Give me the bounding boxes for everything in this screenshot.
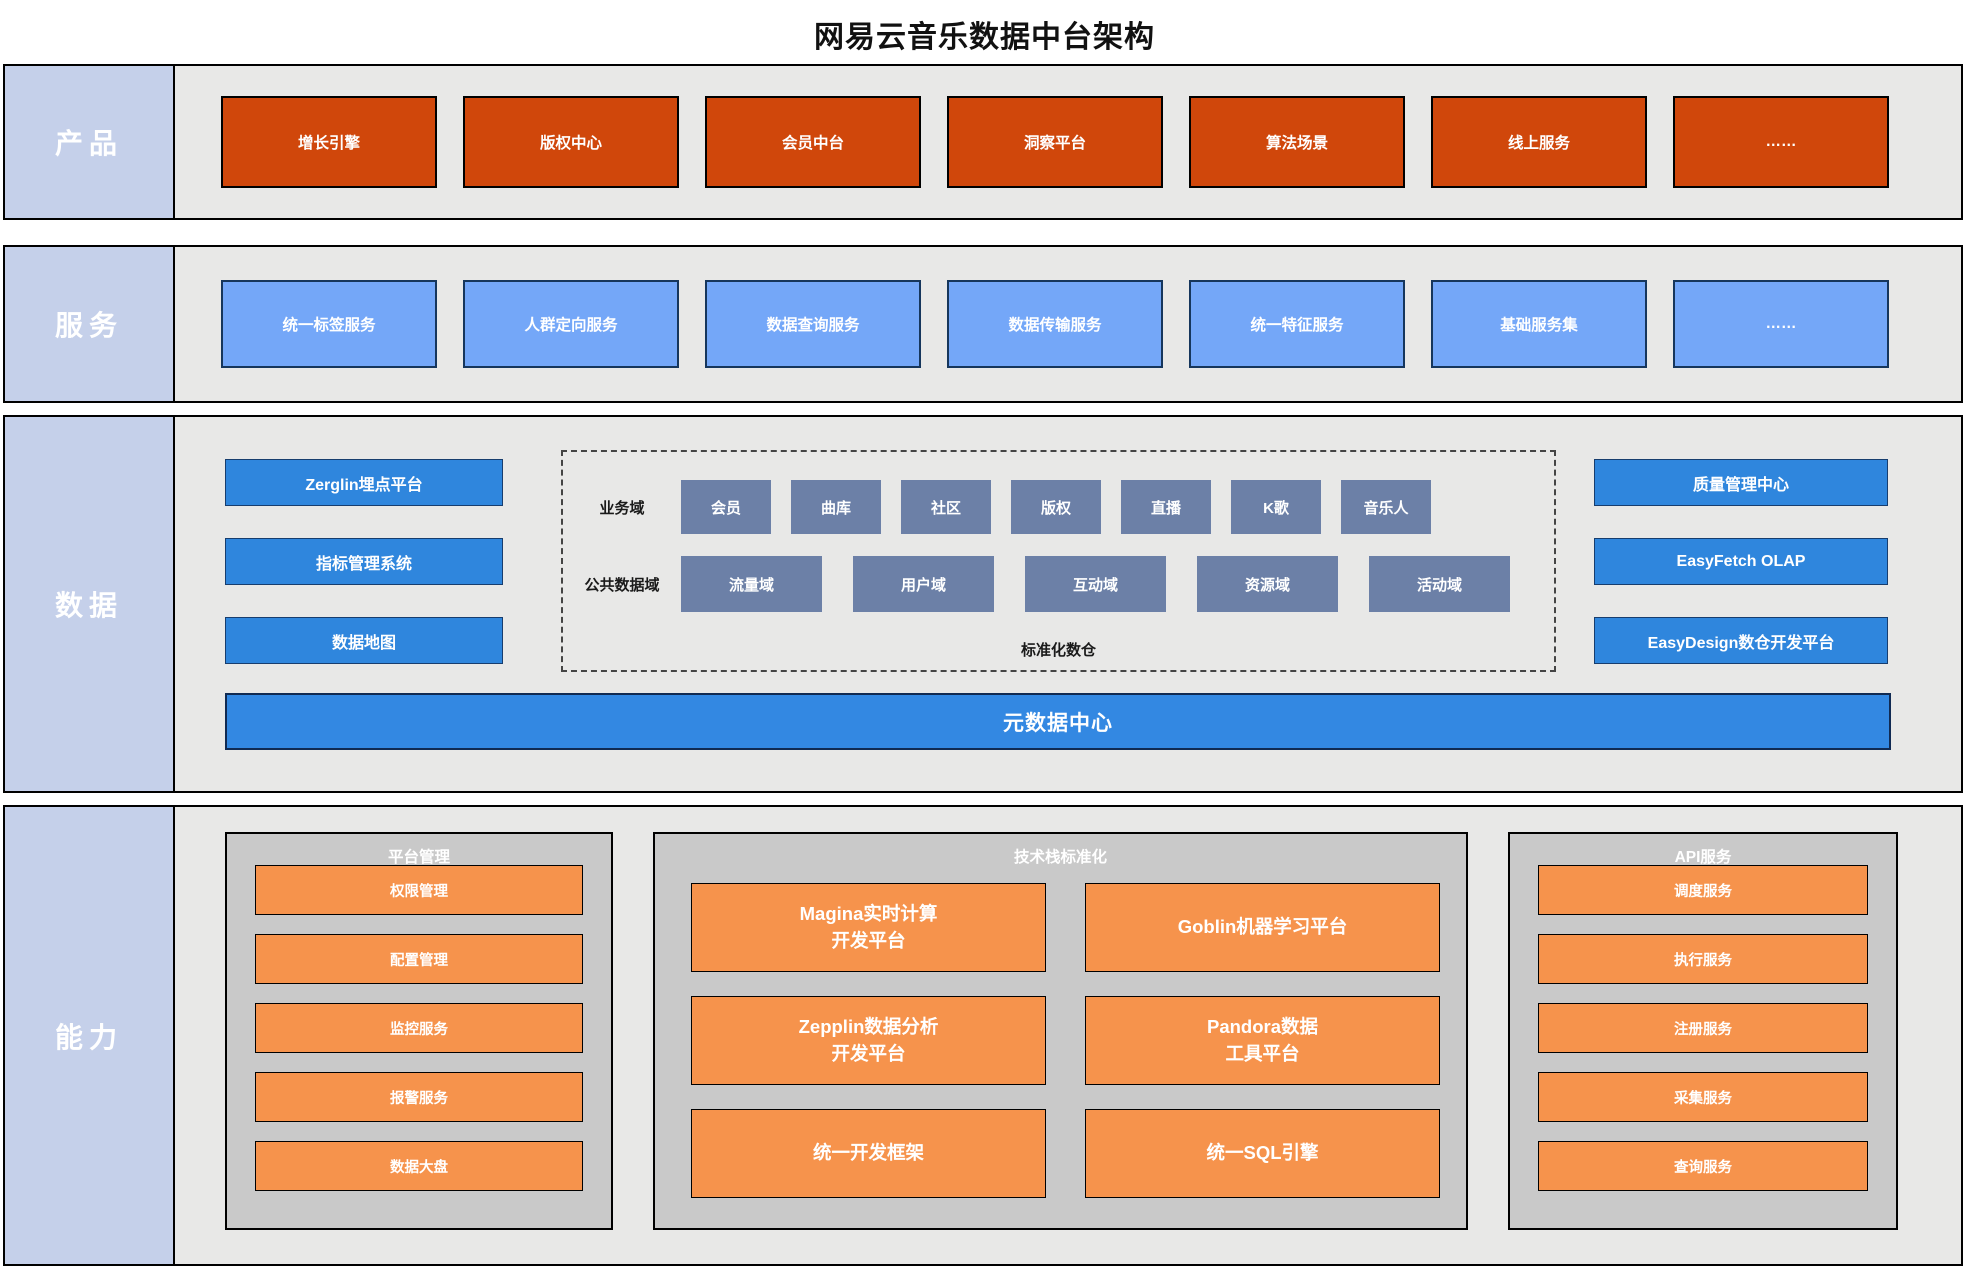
service-node: 数据查询服务 — [705, 280, 921, 368]
product-node: 线上服务 — [1431, 96, 1647, 188]
capability-node: 执行服务 — [1538, 934, 1868, 984]
capability-node: 权限管理 — [255, 865, 583, 915]
data-tool-node: EasyDesign数仓开发平台 — [1594, 617, 1888, 664]
capability-node: 数据大盘 — [255, 1141, 583, 1191]
capability-node: 采集服务 — [1538, 1072, 1868, 1122]
band-capability-label: 能力 — [5, 807, 175, 1264]
capability-node: Zepplin数据分析 开发平台 — [691, 996, 1046, 1085]
panel-platform-management: 平台管理 权限管理 配置管理 监控服务 报警服务 数据大盘 — [225, 832, 613, 1230]
data-tool-node: 数据地图 — [225, 617, 503, 664]
capability-node: Pandora数据 工具平台 — [1085, 996, 1440, 1085]
capability-node: 监控服务 — [255, 1003, 583, 1053]
business-domain-node: 曲库 — [791, 480, 881, 534]
public-domain-node: 用户域 — [853, 556, 994, 612]
band-service: 服务 统一标签服务 人群定向服务 数据查询服务 数据传输服务 统一特征服务 基础… — [3, 245, 1963, 403]
capability-node: 调度服务 — [1538, 865, 1868, 915]
service-node: 数据传输服务 — [947, 280, 1163, 368]
service-node: 基础服务集 — [1431, 280, 1647, 368]
panel-platform-title: 平台管理 — [387, 849, 450, 866]
metadata-center-bar: 元数据中心 — [225, 693, 1891, 750]
band-capability: 能力 平台管理 权限管理 配置管理 监控服务 报警服务 数据大盘 技术栈标准化 … — [3, 805, 1963, 1266]
product-node: 洞察平台 — [947, 96, 1163, 188]
page-title: 网易云音乐数据中台架构 — [814, 21, 1155, 54]
capability-node: 查询服务 — [1538, 1141, 1868, 1191]
public-domain-label: 公共数据域 — [584, 576, 660, 594]
band-product: 产品 增长引擎 版权中心 会员中台 洞察平台 算法场景 线上服务 …… — [3, 64, 1963, 220]
service-node: 统一特征服务 — [1189, 280, 1405, 368]
business-domain-node: 版权 — [1011, 480, 1101, 534]
capability-node: 报警服务 — [255, 1072, 583, 1122]
product-node: 版权中心 — [463, 96, 679, 188]
band-data-label: 数据 — [5, 417, 175, 791]
standard-warehouse-group: 业务域 会员 曲库 社区 版权 直播 K歌 音乐人 公共数据域 流量域 — [561, 450, 1556, 672]
public-domain-node: 互动域 — [1025, 556, 1166, 612]
product-node-ellipsis: …… — [1673, 96, 1889, 188]
public-domain-node: 资源域 — [1197, 556, 1338, 612]
capability-node: 配置管理 — [255, 934, 583, 984]
band-data-content: Zerglin埋点平台 指标管理系统 数据地图 业务域 会员 曲库 社区 版权 … — [175, 417, 1961, 791]
service-node-ellipsis: …… — [1673, 280, 1889, 368]
data-tool-node: 质量管理中心 — [1594, 459, 1888, 506]
panel-tech-title: 技术栈标准化 — [1013, 849, 1107, 866]
panel-tech-stack: 技术栈标准化 Magina实时计算 开发平台 Goblin机器学习平台 Zepp… — [653, 832, 1468, 1230]
product-node: 算法场景 — [1189, 96, 1405, 188]
business-domain-node: 音乐人 — [1341, 480, 1431, 534]
capability-node: 统一SQL引擎 — [1085, 1109, 1440, 1198]
capability-node: 统一开发框架 — [691, 1109, 1046, 1198]
public-domain-node: 活动域 — [1369, 556, 1510, 612]
product-node: 增长引擎 — [221, 96, 437, 188]
product-node: 会员中台 — [705, 96, 921, 188]
data-tool-node: EasyFetch OLAP — [1594, 538, 1888, 585]
business-domain-node: 会员 — [681, 480, 771, 534]
warehouse-caption: 标准化数仓 — [1020, 642, 1096, 659]
service-node: 人群定向服务 — [463, 280, 679, 368]
band-data: 数据 Zerglin埋点平台 指标管理系统 数据地图 业务域 会员 曲库 社区 … — [3, 415, 1963, 793]
band-capability-content: 平台管理 权限管理 配置管理 监控服务 报警服务 数据大盘 技术栈标准化 Mag… — [175, 807, 1961, 1264]
capability-node: Goblin机器学习平台 — [1085, 883, 1440, 972]
band-service-content: 统一标签服务 人群定向服务 数据查询服务 数据传输服务 统一特征服务 基础服务集… — [175, 247, 1961, 401]
panel-api-services: API服务 调度服务 执行服务 注册服务 采集服务 查询服务 — [1508, 832, 1898, 1230]
service-node: 统一标签服务 — [221, 280, 437, 368]
data-tool-node: 指标管理系统 — [225, 538, 503, 585]
public-domain-node: 流量域 — [681, 556, 822, 612]
capability-node: Magina实时计算 开发平台 — [691, 883, 1046, 972]
business-domain-node: K歌 — [1231, 480, 1321, 534]
band-product-content: 增长引擎 版权中心 会员中台 洞察平台 算法场景 线上服务 …… — [175, 66, 1961, 218]
business-domain-label: 业务域 — [599, 499, 645, 517]
band-product-label: 产品 — [5, 66, 175, 218]
band-service-label: 服务 — [5, 247, 175, 401]
business-domain-node: 直播 — [1121, 480, 1211, 534]
panel-api-title: API服务 — [1674, 849, 1732, 866]
capability-node: 注册服务 — [1538, 1003, 1868, 1053]
data-tool-node: Zerglin埋点平台 — [225, 459, 503, 506]
business-domain-node: 社区 — [901, 480, 991, 534]
